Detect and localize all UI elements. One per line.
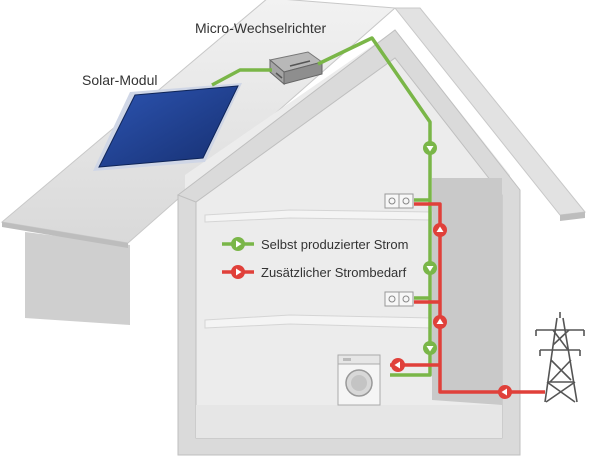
solar-module-label: Solar-Modul bbox=[82, 72, 157, 88]
legend-item-additional: Zusätzlicher Strombedarf bbox=[222, 265, 407, 280]
flow-arrow-icon bbox=[391, 141, 512, 399]
legend-label: Selbst produzierter Strom bbox=[261, 237, 408, 252]
floor-slab-middle bbox=[204, 314, 433, 329]
micro-inverter-label: Micro-Wechselrichter bbox=[195, 20, 327, 36]
green-wire bbox=[211, 36, 432, 377]
legend: Selbst produzierter Strom Zusätzlicher S… bbox=[222, 237, 408, 280]
power-socket-icon bbox=[384, 193, 414, 209]
flow-arrow-icon bbox=[391, 358, 405, 372]
legend-item-self-produced: Selbst produzierter Strom bbox=[222, 237, 408, 252]
power-pylon-icon bbox=[535, 312, 585, 403]
roof-left-edge bbox=[2, 222, 128, 248]
inner-right-wall bbox=[432, 178, 502, 405]
flow-arrow-icon bbox=[423, 261, 437, 275]
flow-arrow-icon bbox=[423, 141, 437, 155]
floor bbox=[196, 405, 502, 438]
house-front-frame bbox=[176, 29, 521, 456]
flow-arrow-icon bbox=[433, 315, 447, 329]
floor-slab-upper bbox=[204, 209, 433, 223]
solar-panel-icon bbox=[93, 83, 242, 171]
legend-label: Zusätzlicher Strombedarf bbox=[261, 265, 407, 280]
flow-arrow-icon bbox=[423, 341, 437, 355]
annex-wall bbox=[25, 232, 130, 325]
roof-right-edge bbox=[560, 212, 585, 221]
micro-inverter-icon bbox=[268, 51, 324, 86]
washing-machine-icon bbox=[337, 354, 381, 406]
flow-arrow-icon bbox=[498, 385, 512, 399]
power-socket-icon bbox=[384, 291, 414, 307]
flow-arrow-icon bbox=[433, 223, 447, 237]
